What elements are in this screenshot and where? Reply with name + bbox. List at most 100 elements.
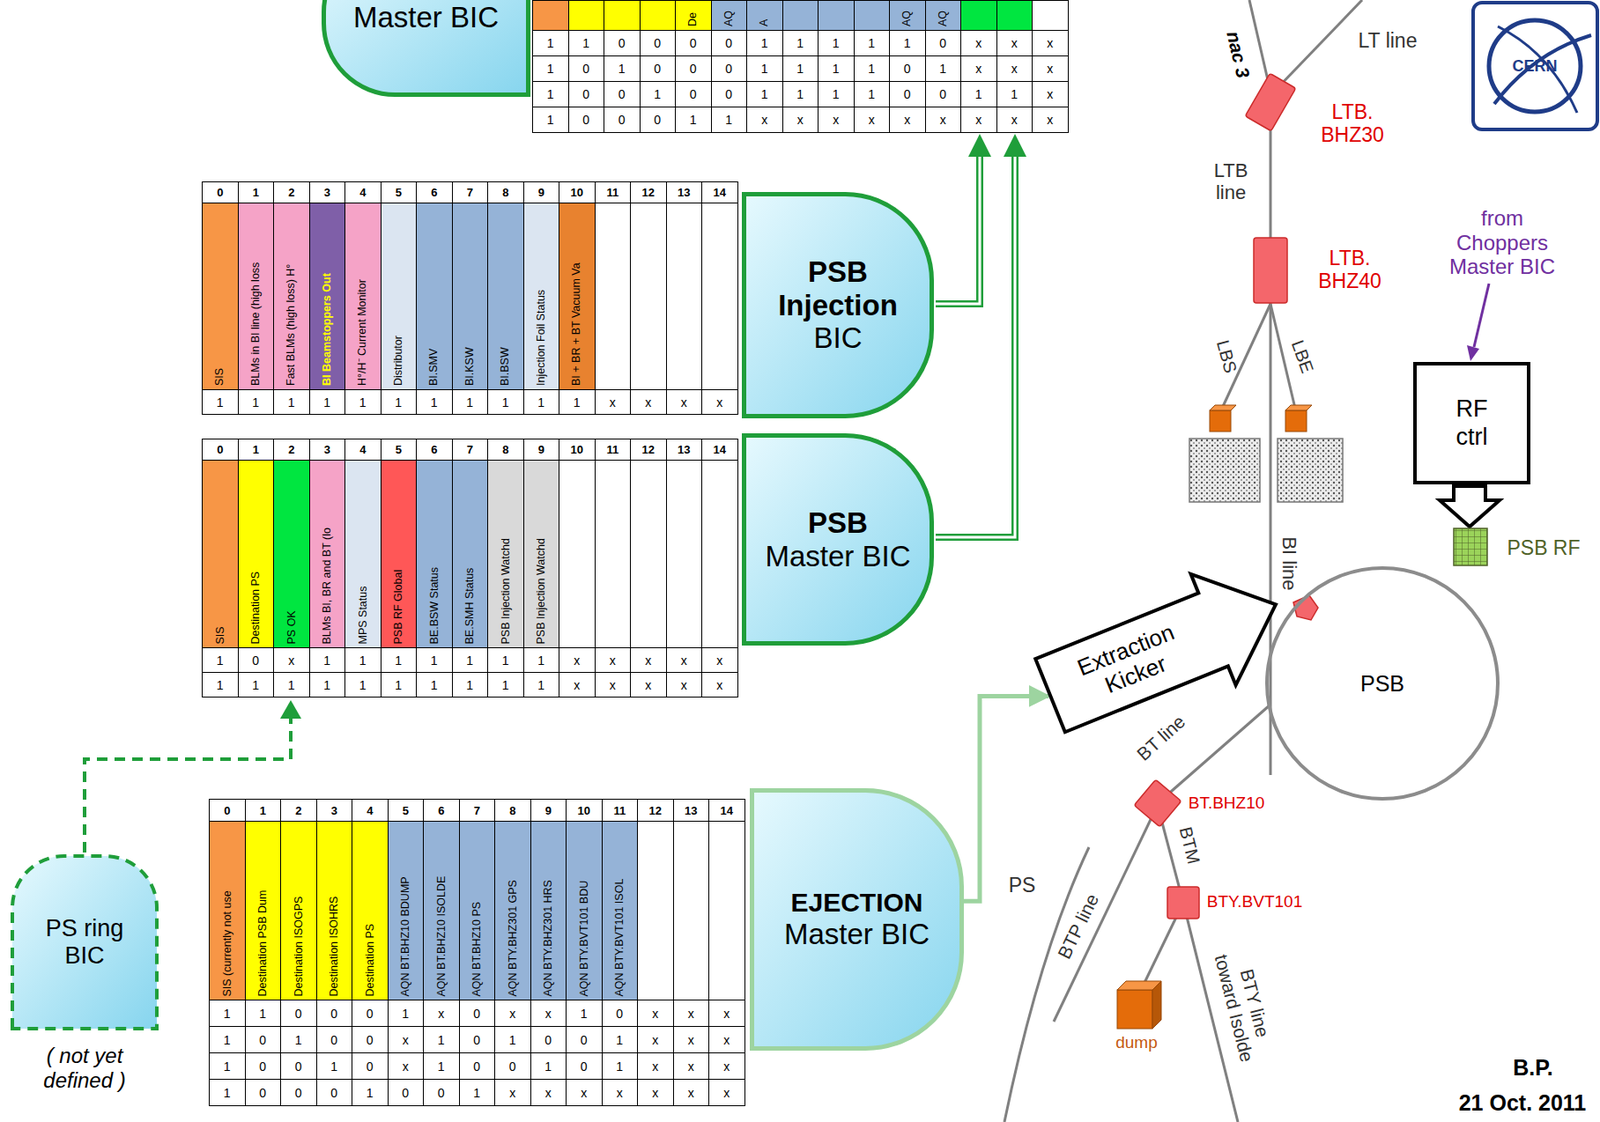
- table-cell: 11: [594, 181, 632, 204]
- bit-value: 1: [437, 1033, 445, 1048]
- bit-value: 0: [295, 1007, 303, 1022]
- table-cell: 10: [558, 438, 596, 461]
- table-cell: 1: [309, 672, 347, 698]
- table-cell: x: [673, 1052, 711, 1081]
- bit-value: 0: [939, 36, 947, 51]
- input-name: AQ: [721, 3, 736, 27]
- map-label: BTY.BVT101: [1207, 892, 1303, 912]
- bit-value: 0: [330, 1086, 338, 1101]
- table-cell: 1: [208, 1079, 246, 1107]
- bit-value: x: [402, 1033, 409, 1048]
- bit-value: x: [651, 1033, 659, 1048]
- bit-value: 1: [796, 87, 804, 102]
- bit-value: 0: [366, 1033, 374, 1048]
- map-label: BTP line: [1053, 890, 1104, 963]
- table-cell: x: [387, 1026, 425, 1054]
- input-name: AQN BT.BHZ10 PS: [469, 824, 484, 997]
- input-name: AQN BTY.BHZ301 GPS: [504, 824, 519, 997]
- header-cell: [629, 202, 667, 391]
- map-label: CERN: [1511, 57, 1557, 76]
- input-name: AQ: [935, 3, 950, 27]
- table-cell: 1: [996, 81, 1034, 108]
- table-cell: x: [565, 1079, 603, 1107]
- table-cell: x: [629, 672, 667, 698]
- column-number: 2: [295, 804, 302, 818]
- bit-value: 1: [796, 36, 804, 51]
- table-cell: x: [673, 1079, 711, 1107]
- bit-value: x: [437, 1007, 445, 1022]
- column-number: 13: [677, 443, 690, 457]
- table-cell: 1: [603, 55, 641, 82]
- table-cell: 7: [451, 181, 489, 204]
- map-label: LTB. BHZ40: [1309, 246, 1391, 294]
- bit-value: 0: [653, 61, 661, 76]
- table-cell: 7: [451, 438, 489, 461]
- table-cell: 1: [817, 29, 855, 57]
- table-cell: 1: [208, 1000, 246, 1028]
- table-cell: 1: [532, 29, 570, 57]
- table-cell: 0: [316, 1079, 354, 1107]
- column-number: 0: [216, 185, 223, 200]
- table-cell: 0: [387, 1079, 425, 1107]
- bit-value: 0: [582, 87, 590, 102]
- header-cell: [708, 821, 746, 1001]
- header-cell: [639, 0, 677, 31]
- bit-value: 1: [223, 1007, 231, 1022]
- bit-value: 0: [939, 87, 947, 102]
- input-name: BI + BR + BT Vacuum Va: [569, 206, 584, 386]
- input-name: AQN BTY.BVT101 ISOL: [612, 824, 627, 997]
- bit-value: x: [1011, 112, 1018, 127]
- map-label: LBS: [1212, 338, 1241, 376]
- bit-value: 1: [580, 1007, 588, 1022]
- bit-value: 1: [573, 395, 581, 410]
- bit-value: 1: [547, 36, 555, 51]
- table-cell: 5: [380, 181, 418, 204]
- bit-value: 1: [832, 61, 840, 76]
- column-number: 10: [570, 185, 584, 200]
- bit-value: 1: [323, 678, 331, 693]
- header-cell: [594, 459, 632, 649]
- interlock-table: 0123456789101112131410x1111111xxxxx11111…: [201, 438, 739, 698]
- table-cell: 0: [316, 1000, 354, 1028]
- bit-value: x: [940, 112, 947, 127]
- bit-value: 1: [689, 112, 697, 127]
- column-number: 0: [216, 443, 223, 457]
- bit-value: x: [688, 1033, 695, 1048]
- table-cell: 1: [558, 389, 596, 415]
- table-cell: 0: [459, 1000, 497, 1028]
- table-cell: x: [701, 389, 739, 415]
- table-cell: x: [746, 106, 784, 134]
- bit-value: 0: [580, 1059, 588, 1075]
- table-cell: 1: [817, 81, 855, 108]
- bit-value: 1: [502, 653, 510, 668]
- table-cell: 4: [344, 438, 382, 461]
- header-cell: [666, 459, 704, 649]
- input-name: BI.KSW: [462, 206, 477, 386]
- map-label: ( not yet defined ): [22, 1044, 147, 1093]
- table-cell: x: [594, 672, 632, 698]
- bit-value: 1: [618, 61, 626, 76]
- table-cell: 0: [530, 1026, 568, 1054]
- table-cell: 1: [244, 799, 282, 823]
- table-cell: 1: [380, 672, 418, 698]
- column-number: 14: [713, 443, 726, 457]
- bit-value: 1: [761, 36, 769, 51]
- bit-value: x: [723, 1007, 730, 1022]
- table-cell: 1: [888, 29, 926, 57]
- table-cell: 0: [459, 1052, 497, 1081]
- bit-value: x: [1046, 112, 1053, 127]
- bit-value: 1: [259, 1007, 267, 1022]
- table-cell: x: [1031, 55, 1069, 82]
- column-number: 7: [466, 185, 474, 200]
- outline-path: [744, 194, 933, 417]
- table-cell: 14: [701, 181, 739, 204]
- node-label: PS ring BIC: [31, 915, 138, 971]
- table-cell: 14: [701, 438, 739, 461]
- table-cell: x: [782, 106, 820, 134]
- input-name: BLMs in BI line (high loss: [248, 206, 263, 386]
- header-cell: [673, 821, 711, 1001]
- bit-value: x: [651, 1086, 659, 1101]
- input-name: H°/H⁻ Current Monitor: [355, 206, 370, 386]
- input-name: Fast BLMs (high loss) H°: [283, 206, 298, 386]
- bit-value: x: [716, 395, 723, 410]
